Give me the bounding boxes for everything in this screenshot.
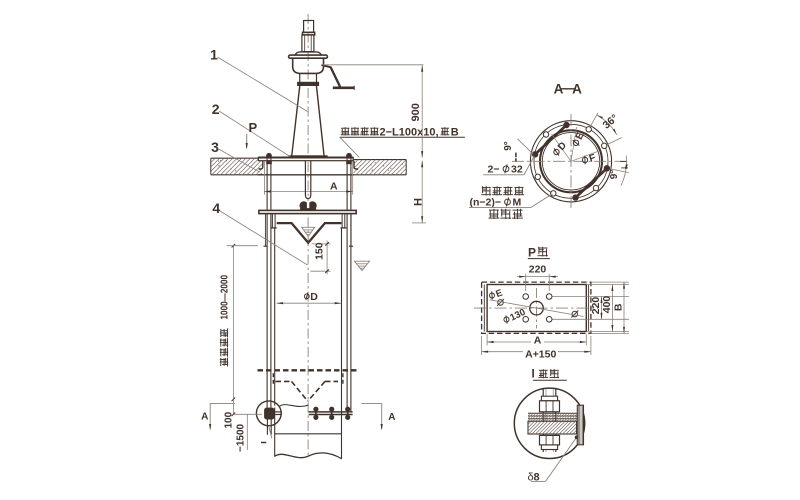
svg-text:9°: 9° — [609, 170, 620, 180]
svg-text:M: M — [513, 197, 522, 209]
svg-text:A: A — [330, 181, 338, 193]
svg-text:1: 1 — [210, 47, 218, 63]
svg-text:8: 8 — [534, 472, 540, 484]
svg-text:A: A — [572, 82, 582, 97]
svg-text:220: 220 — [590, 297, 602, 315]
svg-text:150: 150 — [313, 242, 325, 260]
svg-text:B: B — [451, 126, 459, 138]
svg-text:2−L100x10,: 2−L100x10, — [380, 126, 439, 138]
svg-text:I: I — [532, 369, 535, 381]
svg-text:D: D — [310, 291, 318, 303]
svg-text:400: 400 — [601, 296, 613, 314]
svg-text:B: B — [613, 303, 625, 311]
svg-text:δ: δ — [528, 472, 534, 484]
svg-text:(n−2)−: (n−2)− — [470, 197, 502, 209]
svg-text:900: 900 — [410, 103, 422, 121]
svg-text:A: A — [388, 412, 395, 423]
svg-text:100: 100 — [224, 411, 235, 428]
svg-text:2: 2 — [212, 101, 220, 117]
svg-text:A: A — [201, 412, 208, 423]
svg-text:P: P — [528, 245, 536, 259]
svg-text:A: A — [534, 335, 542, 347]
svg-text:P: P — [248, 120, 257, 135]
svg-text:4: 4 — [212, 200, 220, 216]
svg-text:E: E — [494, 288, 504, 301]
svg-text:A+150: A+150 — [525, 348, 556, 360]
svg-text:220: 220 — [529, 264, 547, 276]
svg-text:9°: 9° — [503, 141, 514, 151]
svg-text:—: — — [561, 81, 575, 96]
svg-text:H: H — [412, 198, 424, 206]
svg-text:2−: 2− — [488, 164, 500, 176]
svg-text:E: E — [574, 131, 587, 142]
svg-text:A: A — [554, 82, 564, 97]
svg-text:F: F — [588, 153, 597, 165]
svg-text:3: 3 — [211, 139, 219, 155]
svg-text:1000—2000: 1000—2000 — [219, 275, 231, 320]
svg-text:32: 32 — [511, 164, 523, 176]
svg-text:−1500: −1500 — [235, 423, 246, 452]
